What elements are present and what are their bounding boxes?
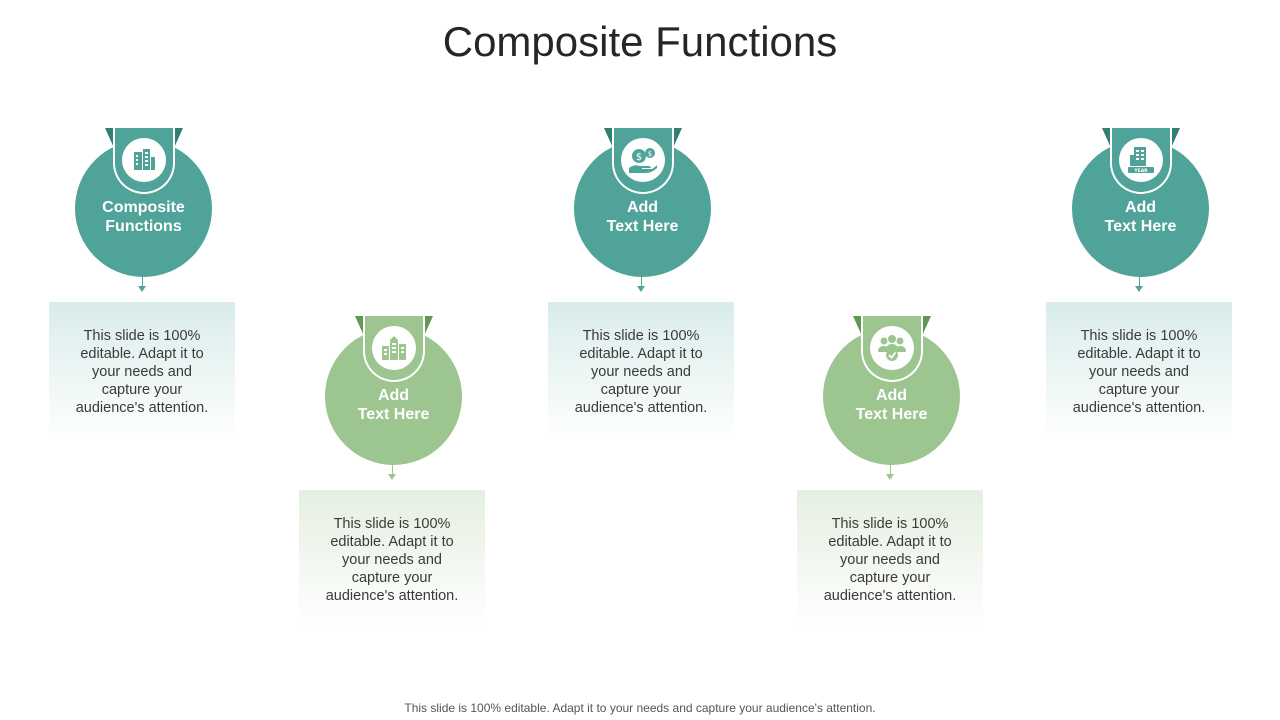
connector-line: [890, 465, 891, 477]
buildings-icon: [122, 138, 166, 182]
money-hand-icon: $ $: [621, 138, 665, 182]
svg-text:$: $: [636, 152, 642, 163]
description-text: This slide is 100% editable. Adapt it to…: [325, 516, 459, 604]
step-label: Composite Functions: [102, 199, 185, 235]
arrow-down-icon: [637, 286, 645, 292]
step-label: Add Text Here: [606, 199, 679, 235]
connector-line: [392, 465, 393, 477]
tab-fold: [673, 128, 682, 148]
office-year-icon: YEAR: [1119, 138, 1163, 182]
description-text: This slide is 100% editable. Adapt it to…: [75, 328, 209, 416]
tab-fold: [604, 128, 613, 148]
tab-fold: [1102, 128, 1111, 148]
connector-line: [641, 277, 642, 289]
description-text: This slide is 100% editable. Adapt it to…: [823, 516, 957, 604]
city-icon: [372, 326, 416, 370]
step-label: Add Text Here: [1104, 199, 1177, 235]
arrow-down-icon: [138, 286, 146, 292]
arrow-down-icon: [1135, 286, 1143, 292]
tab-fold: [1171, 128, 1180, 148]
step-label: Add Text Here: [855, 387, 928, 423]
arrow-down-icon: [388, 474, 396, 480]
step-label: Add Text Here: [357, 387, 430, 423]
description-text: This slide is 100% editable. Adapt it to…: [1072, 328, 1206, 416]
tab-fold: [105, 128, 114, 148]
page-title: Composite Functions: [442, 18, 838, 65]
tab-fold: [355, 316, 364, 336]
description-box: This slide is 100% editable. Adapt it to…: [49, 302, 235, 442]
description-box: This slide is 100% editable. Adapt it to…: [1046, 302, 1232, 442]
tab-fold: [922, 316, 931, 336]
arrow-down-icon: [886, 474, 894, 480]
tab-fold: [174, 128, 183, 148]
connector-line: [142, 277, 143, 289]
year-badge-text: YEAR: [1133, 168, 1148, 174]
footer-note: This slide is 100% editable. Adapt it to…: [404, 701, 876, 715]
description-text: This slide is 100% editable. Adapt it to…: [574, 328, 708, 416]
tab-fold: [853, 316, 862, 336]
connector-line: [1139, 277, 1140, 289]
description-box: This slide is 100% editable. Adapt it to…: [548, 302, 734, 442]
description-box: This slide is 100% editable. Adapt it to…: [797, 490, 983, 630]
description-box: This slide is 100% editable. Adapt it to…: [299, 490, 485, 630]
team-check-icon: [870, 326, 914, 370]
svg-text:$: $: [648, 150, 652, 158]
tab-fold: [424, 316, 433, 336]
